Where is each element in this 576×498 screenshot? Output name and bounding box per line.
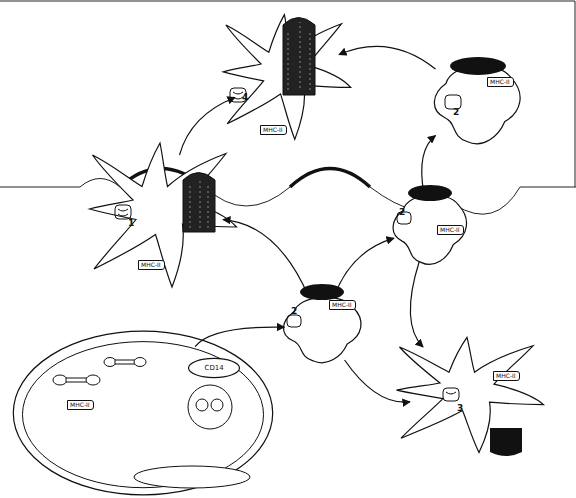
transition-arrow bbox=[422, 136, 436, 194]
cell-body bbox=[393, 195, 466, 265]
dark-granule bbox=[490, 428, 522, 456]
cell-body bbox=[90, 143, 237, 287]
mhc-tag: MHC-II bbox=[493, 371, 520, 381]
callout-number: 2 bbox=[453, 107, 459, 117]
mhc-tag: MHC-II bbox=[138, 260, 165, 270]
callout-number: 3 bbox=[457, 403, 463, 413]
cell-outline bbox=[395, 335, 545, 455]
marker-oval bbox=[189, 358, 240, 377]
mhc-tag: MHC-II bbox=[67, 400, 94, 410]
cell-outline bbox=[275, 288, 370, 368]
callout-number: 2 bbox=[291, 306, 297, 316]
cell-outline bbox=[222, 12, 352, 142]
cell-node: 3 MHC-II bbox=[395, 335, 545, 455]
nucleus-detail bbox=[233, 92, 243, 99]
cell-node: 2 MHC-II bbox=[425, 55, 530, 150]
transition-arrow bbox=[345, 360, 410, 402]
cell-body bbox=[283, 297, 361, 363]
mhc-tag: MHC-II bbox=[437, 225, 464, 235]
marker-label: CD14 bbox=[205, 364, 224, 372]
marker-node: CD14 bbox=[188, 358, 240, 378]
cell-node: MHC-II CD14 bbox=[12, 330, 274, 496]
cell-membrane bbox=[13, 331, 272, 495]
cell-node: 1MHC-II bbox=[88, 140, 238, 290]
cell-body bbox=[223, 15, 350, 140]
inner-membrane bbox=[22, 342, 263, 488]
cell-node: 4MHC-II bbox=[222, 12, 352, 142]
cell-outline bbox=[425, 55, 530, 150]
mhc-tag: MHC-II bbox=[487, 77, 514, 87]
cell-body bbox=[397, 337, 544, 452]
callout-number: 4 bbox=[242, 92, 248, 102]
mhc-tag: MHC-II bbox=[260, 125, 287, 135]
cell-node: 2 MHC-II bbox=[275, 288, 370, 368]
transition-arrow bbox=[180, 97, 236, 155]
cell-node: 2MHC-II bbox=[385, 185, 475, 270]
cell-body bbox=[434, 66, 520, 144]
callout-number: 2 bbox=[399, 207, 405, 217]
mhc-tag: MHC-II bbox=[329, 300, 356, 310]
transition-arrow bbox=[223, 220, 308, 296]
cell-outline bbox=[12, 330, 274, 496]
callout-number: 1 bbox=[128, 218, 134, 228]
transition-arrow bbox=[334, 238, 394, 296]
transition-arrow bbox=[410, 262, 423, 348]
transition-arrow bbox=[339, 46, 436, 69]
